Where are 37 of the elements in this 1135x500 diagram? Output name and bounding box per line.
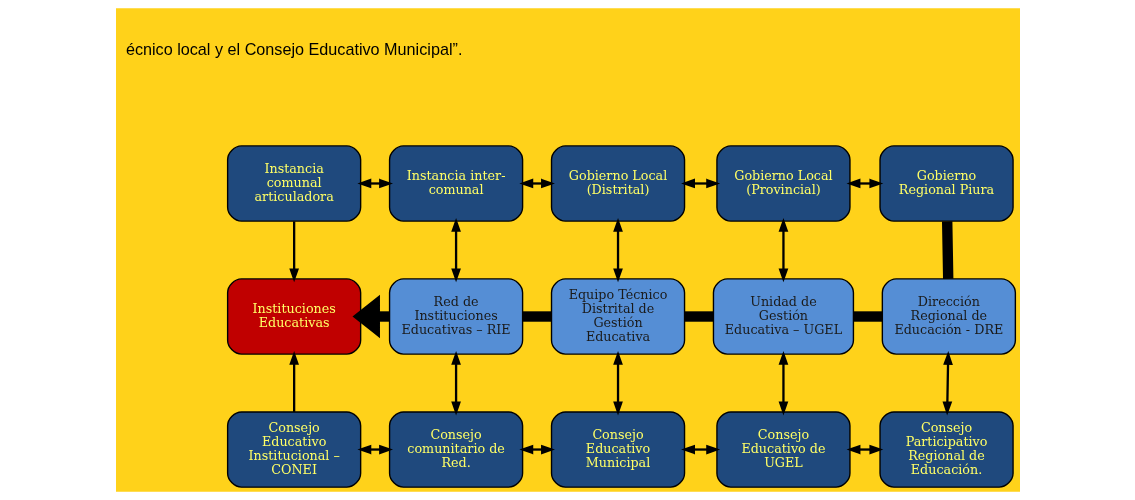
node-box: Consejo Educativo Municipal [550, 411, 685, 488]
arrow [356, 444, 393, 455]
node-box: Consejo comunitario de Red. [388, 411, 523, 488]
arrow [846, 444, 883, 455]
connector [522, 311, 551, 322]
node-box: Consejo Educativo Institucional – CONEI [226, 411, 361, 488]
node-box: Equipo Técnico Distrital de Gestión Educativa [550, 278, 685, 355]
connector [684, 311, 713, 322]
node-box: Instituciones Educativas [226, 278, 361, 355]
arrow [778, 217, 788, 283]
arrow [450, 217, 461, 283]
arrow [288, 350, 299, 412]
arrow [288, 221, 299, 283]
node-box: Dirección Regional de Educación - DRE [881, 278, 1016, 355]
node-box: Instancia comunal articuladora [226, 145, 361, 222]
node-box: Instancia inter- comunal [388, 145, 523, 222]
arrow [778, 350, 788, 416]
node-box: Gobierno Regional Piura [878, 145, 1014, 222]
arrow [518, 444, 555, 455]
arrow [612, 350, 623, 416]
arrow [680, 178, 720, 189]
arrow [356, 178, 393, 189]
arrow [680, 444, 720, 455]
arrow [450, 350, 461, 416]
arrow [518, 178, 555, 189]
node-box: Gobierno Local (Distrital) [550, 145, 685, 222]
arrow [612, 217, 623, 283]
label: écnico local y el Consejo Educativo Municipal”. [125, 39, 462, 58]
arrow [942, 350, 953, 416]
node-box: Consejo Educativo de UGEL [715, 411, 851, 488]
node-box: Unidad de Gestión Educativa – UGEL [712, 278, 854, 355]
connector [941, 221, 953, 279]
node-box: Gobierno Local (Provincial) [715, 145, 851, 222]
node-box: Consejo Participativo Regional de Educación. [878, 411, 1014, 488]
node-box: Red de Instituciones Educativas – RIE [388, 278, 523, 355]
connector [853, 311, 882, 322]
arrow [846, 178, 883, 189]
